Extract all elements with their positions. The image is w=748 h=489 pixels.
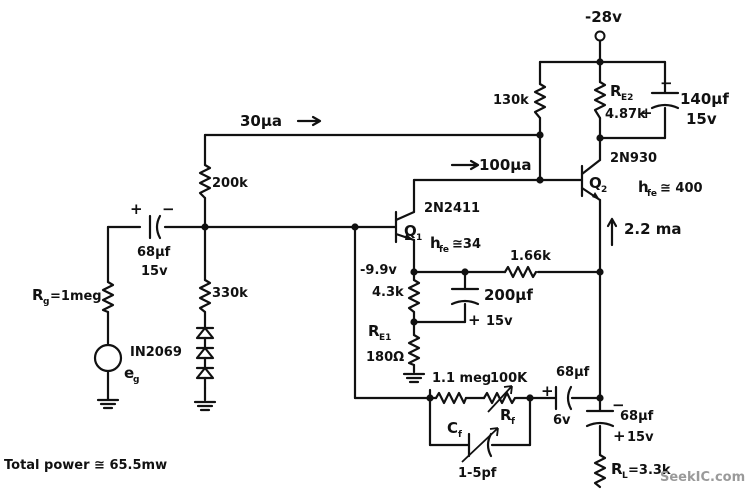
supply-terminal <box>594 30 606 42</box>
junction-dots <box>201 58 604 402</box>
re2-value: 4.87k <box>605 107 646 122</box>
resistor-rg <box>101 280 115 314</box>
watermark: SeekIC.com <box>660 470 745 485</box>
capacitor-68uf-output <box>585 409 615 428</box>
rf-sub: f <box>511 417 515 427</box>
cfb-voltage: 6v <box>553 413 571 428</box>
q1-hfe-sub: fe <box>439 245 449 255</box>
q2-hfe-value: ≅ 400 <box>660 181 703 196</box>
rg-name: R <box>32 286 44 304</box>
ground-symbols <box>96 372 426 412</box>
q1-hfe-value: ≅34 <box>452 237 481 252</box>
c200-voltage: 15v <box>486 314 513 329</box>
cf-sub: f <box>458 430 462 440</box>
capacitor-68uf-input <box>148 214 162 240</box>
resistor-130k <box>533 82 547 120</box>
diode-string <box>195 326 215 390</box>
rf-variable-arrow <box>487 385 513 413</box>
resistor-1-66k <box>503 265 538 279</box>
label-4-3k: 4.3k <box>372 285 404 300</box>
resistor-rl <box>593 453 607 489</box>
re1-name: R <box>368 322 380 340</box>
rg-sub: g <box>43 297 49 307</box>
q2-hfe: h <box>638 178 649 196</box>
eg-name: e <box>124 364 134 382</box>
resistor-4-3k <box>407 278 421 314</box>
rl-value: =3.3k <box>628 463 671 478</box>
rl-name: R <box>611 460 623 478</box>
q2-sub: 2 <box>601 185 607 195</box>
resistor-1-1meg <box>434 391 468 405</box>
capacitor-140uf <box>650 91 680 110</box>
cout-voltage: 15v <box>627 430 654 445</box>
c140-value: 140μf <box>680 90 729 108</box>
label-9-9v: -9.9v <box>360 263 397 278</box>
re2-name: R <box>610 82 622 100</box>
label-2-2ma: 2.2 ma <box>624 220 682 238</box>
capacitor-cf <box>461 427 499 463</box>
label-200k: 200k <box>212 176 248 191</box>
resistor-100k <box>482 391 517 405</box>
supply-label: -28v <box>585 8 622 26</box>
rl-sub: L <box>622 471 628 481</box>
transistor-q2 <box>580 158 602 202</box>
q1-name: Q <box>404 222 417 240</box>
c140-voltage: 15v <box>686 110 717 128</box>
signal-source <box>93 343 123 373</box>
q1-sub: 1 <box>416 233 422 243</box>
rg-value: =1meg <box>50 289 102 304</box>
re1-sub: E1 <box>379 333 391 343</box>
q2-name: Q <box>589 174 602 192</box>
label-1-66k: 1.66k <box>510 249 551 264</box>
c200-plus: + <box>468 311 481 329</box>
cin-value: 68μf <box>137 245 171 260</box>
cin-voltage: 15v <box>141 264 168 279</box>
re1-value: 180Ω <box>366 350 404 365</box>
q2-type: 2N930 <box>610 151 657 166</box>
resistor-re1 <box>407 333 421 367</box>
wires <box>106 38 667 457</box>
label-100ua: 100μa <box>479 156 531 174</box>
q1-hfe: h <box>430 234 441 252</box>
re2-sub: E2 <box>621 93 633 103</box>
cout-plus: + <box>613 427 626 445</box>
arrow-30ua <box>296 115 322 127</box>
label-1-1meg: 1.1 meg <box>432 371 491 386</box>
diode-label: IN2069 <box>130 345 182 360</box>
total-power: Total power ≅ 65.5mw <box>4 458 167 473</box>
label-100k: 100K <box>490 371 528 386</box>
arrow-100ua <box>450 159 480 171</box>
rf-name: R <box>500 406 512 424</box>
resistor-re2 <box>593 80 607 120</box>
label-130k: 130k <box>493 93 529 108</box>
q2-hfe-sub: fe <box>647 189 657 199</box>
cf-value: 1-5pf <box>458 466 497 481</box>
cfb-value: 68μf <box>556 365 590 380</box>
cout-minus: − <box>612 396 625 414</box>
cout-value: 68μf <box>620 409 654 424</box>
resistor-330k <box>198 278 212 314</box>
cin-minus: − <box>162 200 175 218</box>
c200-value: 200μf <box>484 286 533 304</box>
eg-sub: g <box>133 375 139 385</box>
label-30ua: 30μa <box>240 112 282 130</box>
q1-type: 2N2411 <box>424 201 480 216</box>
capacitor-200uf <box>450 287 480 306</box>
transistor-q1 <box>394 210 416 244</box>
resistor-200k <box>198 163 212 200</box>
cin-plus: + <box>130 200 143 218</box>
capacitor-68uf-feedback <box>554 385 573 411</box>
c140-minus: − <box>660 74 673 92</box>
label-330k: 330k <box>212 286 248 301</box>
c140-plus: + <box>640 104 653 122</box>
cfb-plus: + <box>541 382 554 400</box>
cf-name: C <box>447 419 458 437</box>
arrow-2-2ma <box>606 217 618 247</box>
